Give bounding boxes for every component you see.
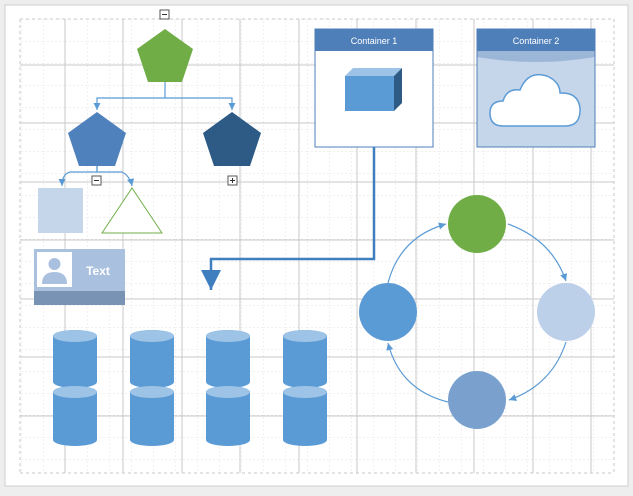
expand-toggle-right[interactable]	[227, 175, 238, 186]
cycle-circle-blue[interactable]	[359, 283, 417, 341]
container-2-header	[477, 29, 595, 51]
collapse-toggle-left[interactable]	[91, 175, 102, 186]
cube-icon[interactable]	[345, 68, 402, 111]
cylinder-icon[interactable]	[130, 330, 174, 446]
container-1-header	[315, 29, 433, 51]
container-2-title: Container 2	[513, 36, 560, 46]
square-shape[interactable]	[38, 188, 83, 233]
card-label: Text	[86, 264, 110, 278]
cycle-circle-light[interactable]	[537, 283, 595, 341]
cylinder-icon[interactable]	[283, 330, 327, 446]
cycle-circle-green[interactable]	[448, 195, 506, 253]
cylinder-icon[interactable]	[206, 330, 250, 446]
cylinder-group	[53, 330, 327, 446]
collapse-toggle-top[interactable]	[159, 9, 170, 20]
container-2[interactable]: Container 2	[476, 28, 596, 148]
triangle-shape[interactable]	[101, 187, 163, 234]
cycle-circle-mid[interactable]	[448, 371, 506, 429]
container-1-title: Container 1	[351, 36, 398, 46]
cloud-icon[interactable]	[489, 73, 581, 127]
cycle-arrows	[386, 222, 568, 403]
hierarchy-connectors	[58, 82, 236, 187]
pentagon-green-shape[interactable]	[137, 29, 193, 82]
pentagon-dark-shape[interactable]	[203, 112, 261, 166]
pentagon-blue-shape[interactable]	[68, 112, 126, 166]
cylinder-icon[interactable]	[53, 330, 97, 446]
container-connector[interactable]	[201, 147, 376, 290]
person-icon	[42, 258, 67, 284]
person-card[interactable]: Text	[34, 249, 125, 305]
container-1[interactable]: Container 1	[314, 28, 434, 148]
